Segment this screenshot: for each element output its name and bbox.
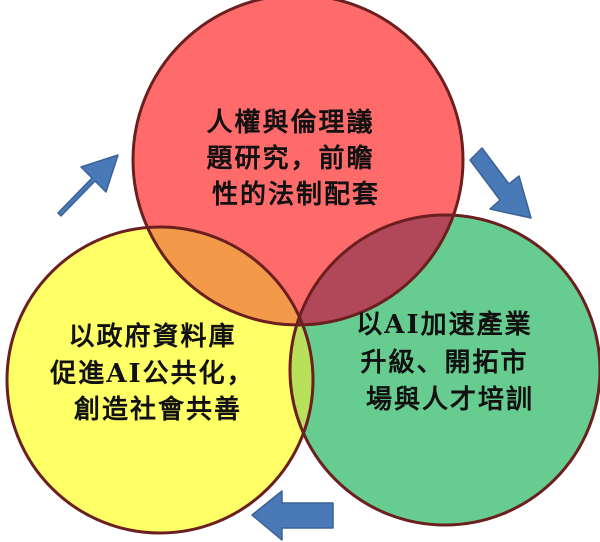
overlap-top-right: [290, 215, 463, 325]
arrow-left: [251, 490, 334, 541]
arrow-up-right: [57, 154, 119, 217]
circle-top-line-3: 性的法制配套: [212, 179, 380, 210]
overlap-top-left: [133, 227, 313, 325]
circle-left-outline: [5, 225, 315, 535]
circle-right-line-3: 場與人才培訓: [366, 384, 534, 415]
circle-right-line-2: 升級、開拓市: [360, 347, 528, 378]
circle-left-line-3: 創造社會共善: [74, 394, 242, 425]
circle-left-text: 以政府資料庫 促進AI公共化， 創造社會共善: [49, 321, 265, 425]
circle-right-outline: [288, 213, 600, 527]
circle-left-line-1: 以政府資料庫: [68, 321, 236, 352]
circle-top-text: 人權與倫理議 題研究，前瞻 性的法制配套: [206, 107, 385, 210]
circle-right-line-1: 以AI加速產業: [356, 309, 532, 340]
arrow-down-right: [469, 147, 532, 219]
circle-right-text: 以AI加速產業 升級、開拓市 場與人才培訓: [356, 309, 543, 415]
circle-top-line-2: 題研究，前瞻: [206, 143, 374, 174]
circle-top-line-1: 人權與倫理議: [206, 107, 374, 138]
circle-left-line-2: 促進AI公共化，: [49, 359, 254, 389]
